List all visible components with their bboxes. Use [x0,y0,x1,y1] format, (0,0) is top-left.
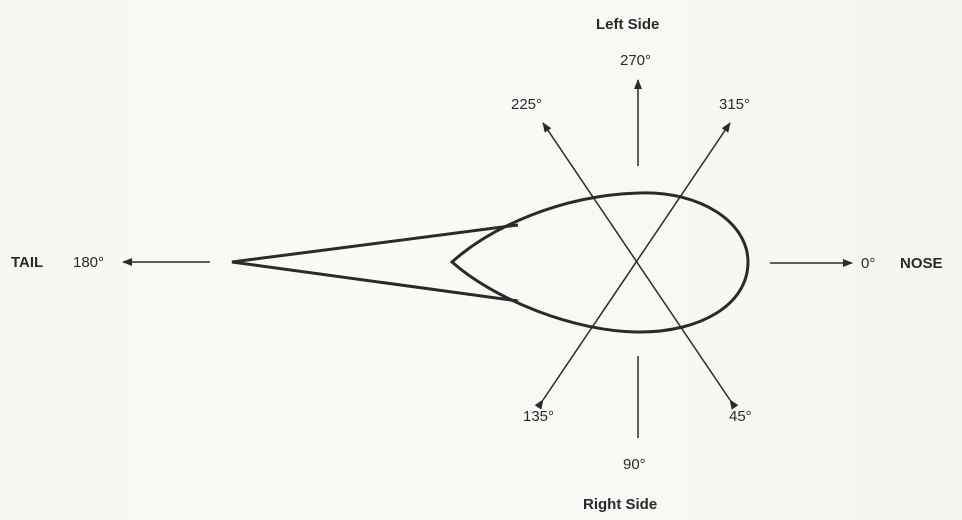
angle-45-label: 45° [729,409,752,424]
nose-label: NOSE [900,256,943,271]
left-side-title: Left Side [596,17,659,32]
aircraft-body-outline [452,193,748,332]
angle-0-label: 0° [861,256,875,271]
angle-90-label: 90° [623,457,646,472]
right-side-title: Right Side [583,497,657,512]
angle-180-label: 180° [73,255,104,270]
aircraft-tail-outline [232,225,518,301]
angle-225-label: 225° [511,97,542,112]
angle-135-label: 135° [523,409,554,424]
tail-label: TAIL [11,255,43,270]
angle-315-label: 315° [719,97,750,112]
angle-270-label: 270° [620,53,651,68]
